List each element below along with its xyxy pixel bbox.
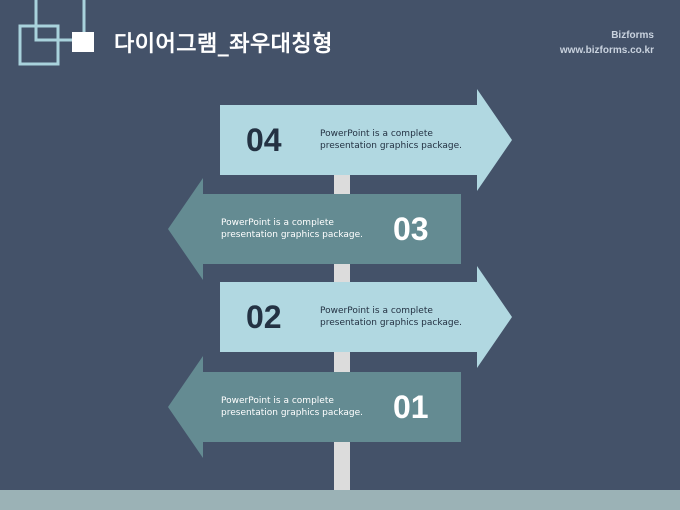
sign-text: PowerPoint is a complete presentation gr… xyxy=(320,129,480,152)
brand-name: Bizforms xyxy=(611,30,654,41)
sign-02: 02 PowerPoint is a complete presentation… xyxy=(220,266,512,368)
sign-number: 01 xyxy=(393,389,429,425)
brand-block: Bizforms www.bizforms.co.kr xyxy=(560,28,654,58)
sign-text-line2: presentation graphics package. xyxy=(221,229,364,240)
right-arrow-shape xyxy=(220,89,512,191)
right-arrow-shape xyxy=(220,266,512,368)
sign-number: 04 xyxy=(246,122,282,158)
sign-text-line1: PowerPoint is a complete xyxy=(221,396,334,406)
sign-number: 03 xyxy=(393,211,429,247)
sign-text-line1: PowerPoint is a complete xyxy=(221,218,334,228)
sign-04: 04 PowerPoint is a complete presentation… xyxy=(220,89,512,191)
sign-text: PowerPoint is a complete presentation gr… xyxy=(221,218,381,241)
sign-03: PowerPoint is a complete presentation gr… xyxy=(168,178,461,280)
sign-text-line2: presentation graphics package. xyxy=(320,317,463,328)
page-title: 다이어그램_좌우대칭형 xyxy=(114,32,333,57)
ground-strip xyxy=(0,490,680,510)
brand-url: www.bizforms.co.kr xyxy=(559,45,654,56)
left-arrow-shape xyxy=(168,178,461,280)
logo-squares-icon xyxy=(18,0,94,66)
sign-text-line2: presentation graphics package. xyxy=(320,140,463,151)
sign-text: PowerPoint is a complete presentation gr… xyxy=(221,396,381,419)
sign-number: 02 xyxy=(246,299,282,335)
sign-01: PowerPoint is a complete presentation gr… xyxy=(168,356,461,458)
sign-text: PowerPoint is a complete presentation gr… xyxy=(320,306,480,329)
sign-text-line1: PowerPoint is a complete xyxy=(320,306,433,316)
sign-text-line1: PowerPoint is a complete xyxy=(320,129,433,139)
sign-text-line2: presentation graphics package. xyxy=(221,407,364,418)
left-arrow-shape xyxy=(168,356,461,458)
